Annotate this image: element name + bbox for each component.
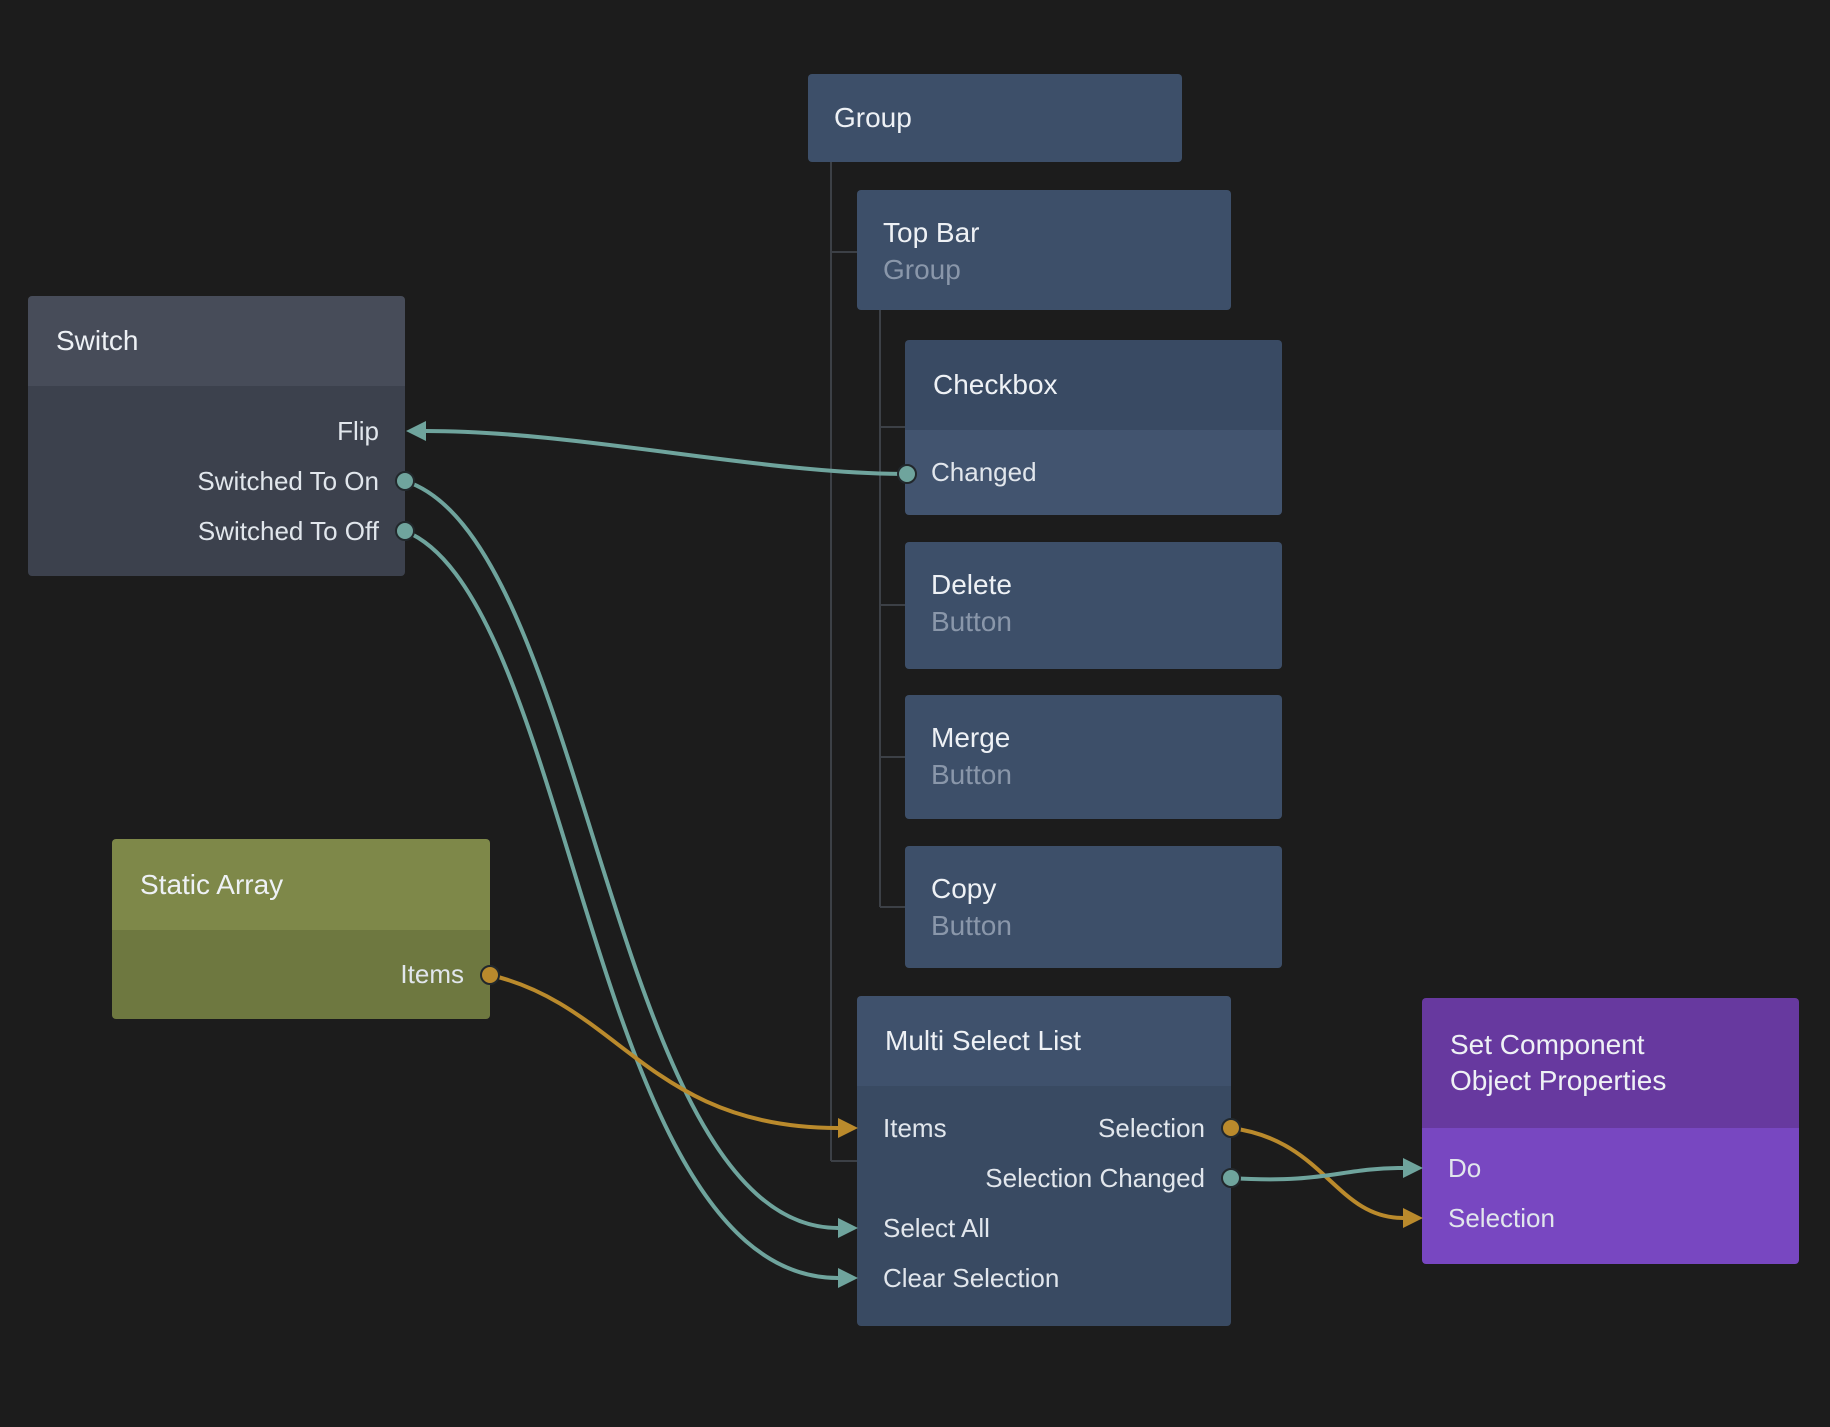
port-row-clear-selection: Clear Selection: [857, 1253, 1231, 1303]
arrow-into-flip-icon: [406, 421, 426, 441]
node-scop-title: Set Component Object Properties: [1450, 1028, 1667, 1096]
port-switch-flip[interactable]: Flip: [337, 415, 379, 446]
node-merge[interactable]: Merge Button: [905, 695, 1282, 819]
node-static-array-header: Static Array: [112, 839, 490, 930]
port-row-switched-to-off: Switched To Off: [28, 506, 405, 556]
node-multi-select-list-body: Items Selection Selection Changed Select…: [857, 1086, 1231, 1326]
node-static-array-title: Static Array: [140, 868, 284, 900]
port-row-scop-selection: Selection: [1422, 1193, 1799, 1243]
edge-msl-selection-changed-to-scop-do[interactable]: [1229, 1166, 1405, 1182]
arrow-into-clear-selection-icon: [838, 1268, 858, 1288]
arrow-into-select-all-icon: [838, 1218, 858, 1238]
port-checkbox-changed[interactable]: Changed: [905, 448, 1282, 498]
node-copy-subtitle: Button: [931, 910, 1012, 941]
node-top-bar[interactable]: Top Bar Group: [857, 190, 1231, 310]
edge-checkbox-changed-to-switch-flip[interactable]: [424, 429, 909, 476]
node-multi-select-list-header: Multi Select List: [857, 996, 1231, 1086]
node-delete-title: Delete: [931, 569, 1012, 600]
arrow-into-items-icon: [838, 1118, 858, 1138]
node-group[interactable]: Group: [808, 74, 1182, 162]
node-set-component-object-properties[interactable]: Set Component Object Properties Do Selec…: [1422, 998, 1799, 1264]
port-row-select-all: Select All: [857, 1203, 1231, 1253]
edge-msl-selection-to-scop-selection[interactable]: [1229, 1126, 1405, 1220]
node-checkbox-title: Checkbox: [933, 369, 1058, 400]
port-row-items-selection: Items Selection: [857, 1103, 1231, 1153]
port-msl-items[interactable]: Items: [883, 1112, 947, 1143]
node-copy[interactable]: Copy Button: [905, 846, 1282, 968]
node-static-array[interactable]: Static Array Items: [112, 839, 490, 1019]
node-switch-body: Flip Switched To On Switched To Off: [28, 386, 405, 576]
node-top-bar-title: Top Bar: [883, 217, 980, 248]
arrow-into-do-icon: [1403, 1158, 1423, 1178]
node-checkbox-header: Checkbox: [905, 340, 1282, 430]
edge-static-array-items-to-msl-items[interactable]: [488, 973, 840, 1130]
port-msl-selection-changed[interactable]: Selection Changed: [985, 1162, 1205, 1193]
port-msl-clear-selection[interactable]: Clear Selection: [883, 1262, 1060, 1293]
port-msl-select-all[interactable]: Select All: [883, 1212, 990, 1243]
port-switch-switched-to-on[interactable]: Switched To On: [197, 465, 379, 496]
node-scop-header: Set Component Object Properties: [1422, 998, 1799, 1128]
node-copy-title: Copy: [931, 873, 997, 904]
port-row-switched-to-on: Switched To On: [28, 456, 405, 506]
port-row-static-array-items: Items: [112, 950, 490, 1000]
node-checkbox-body: Changed: [905, 430, 1282, 515]
port-scop-do[interactable]: Do: [1448, 1152, 1482, 1183]
node-switch-header: Switch: [28, 296, 405, 386]
node-multi-select-list[interactable]: Multi Select List Items Selection Select…: [857, 996, 1231, 1326]
node-merge-title: Merge: [931, 722, 1011, 753]
node-multi-select-list-title: Multi Select List: [885, 1025, 1082, 1056]
port-checkbox-changed-label: Changed: [931, 457, 1037, 487]
node-checkbox[interactable]: Checkbox Changed: [905, 340, 1282, 515]
node-top-bar-subtitle: Group: [883, 254, 961, 285]
port-row-selection-changed: Selection Changed: [857, 1153, 1231, 1203]
node-delete-subtitle: Button: [931, 606, 1012, 637]
node-switch[interactable]: Switch Flip Switched To On Switched To O…: [28, 296, 405, 576]
node-group-title: Group: [834, 102, 912, 133]
node-scop-body: Do Selection: [1422, 1128, 1799, 1264]
node-switch-title: Switch: [56, 325, 139, 356]
port-static-array-items[interactable]: Items: [400, 959, 464, 989]
port-row-do: Do: [1422, 1143, 1799, 1193]
node-delete[interactable]: Delete Button: [905, 542, 1282, 669]
arrow-into-selection-icon: [1403, 1208, 1423, 1228]
port-switch-switched-to-off[interactable]: Switched To Off: [197, 515, 379, 546]
node-merge-subtitle: Button: [931, 759, 1012, 790]
port-msl-selection[interactable]: Selection: [1098, 1112, 1205, 1143]
node-static-array-body: Items: [112, 930, 490, 1019]
port-scop-selection[interactable]: Selection: [1448, 1202, 1555, 1233]
port-row-flip: Flip: [28, 406, 405, 456]
